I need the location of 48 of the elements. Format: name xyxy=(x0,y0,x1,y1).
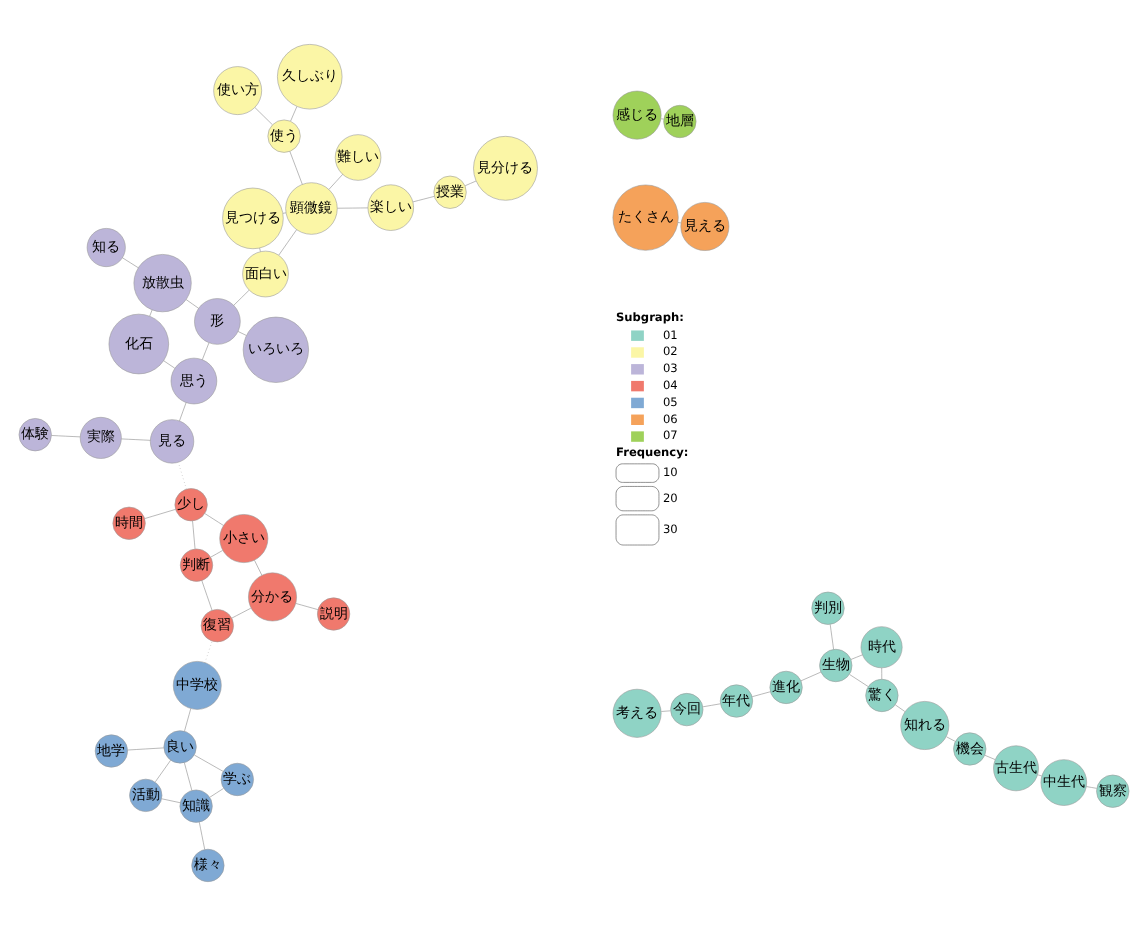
connector xyxy=(661,710,671,712)
connector xyxy=(233,290,250,306)
connector xyxy=(202,342,210,360)
connector xyxy=(881,667,883,680)
connector xyxy=(849,674,869,687)
connector xyxy=(149,309,153,317)
connector xyxy=(178,462,187,490)
connector xyxy=(210,550,223,558)
connector xyxy=(194,754,224,772)
connector xyxy=(163,360,176,369)
connector xyxy=(800,671,822,682)
connector xyxy=(51,435,81,438)
connector xyxy=(144,509,176,519)
connector xyxy=(184,762,193,791)
connector xyxy=(201,580,213,611)
connector xyxy=(464,180,477,186)
connector xyxy=(179,402,187,422)
connector xyxy=(295,603,319,610)
connector xyxy=(1037,774,1043,777)
connector xyxy=(199,821,205,850)
connector xyxy=(278,229,297,256)
connector xyxy=(289,151,303,185)
connector xyxy=(209,788,224,798)
connector xyxy=(185,299,199,309)
connector xyxy=(122,257,139,268)
connector xyxy=(254,560,263,576)
connector xyxy=(337,207,369,209)
connector xyxy=(751,691,771,697)
connector xyxy=(984,755,996,760)
connector xyxy=(328,174,343,190)
connector xyxy=(290,106,298,122)
connector xyxy=(127,747,165,751)
connector xyxy=(204,513,224,526)
connector xyxy=(894,704,906,712)
connector xyxy=(231,607,252,619)
connector xyxy=(192,520,196,550)
connector xyxy=(237,331,247,336)
connector xyxy=(254,107,273,125)
connector xyxy=(155,759,171,783)
connector xyxy=(946,736,956,742)
connector xyxy=(161,798,181,803)
connector xyxy=(1086,786,1097,789)
connector xyxy=(121,438,151,441)
connector xyxy=(829,624,834,650)
connector xyxy=(702,703,721,708)
connector xyxy=(850,654,863,660)
connector xyxy=(184,708,192,732)
connector xyxy=(412,196,435,203)
